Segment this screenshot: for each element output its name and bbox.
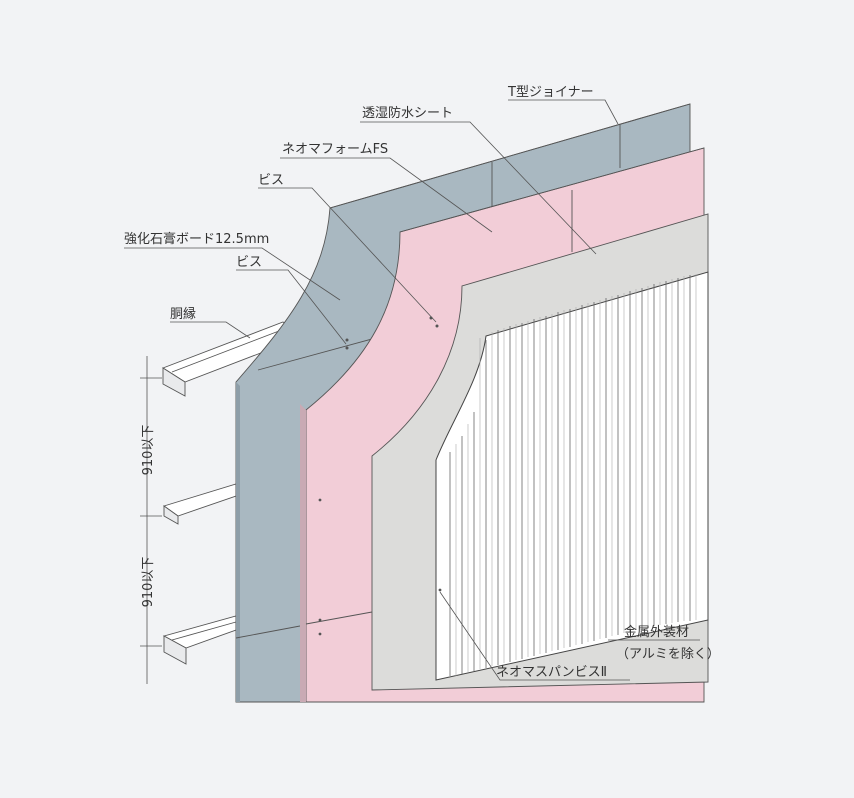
dimension-upper: 910以下 — [141, 425, 156, 476]
furring-strip-top — [162, 321, 306, 397]
label-furring: 胴縁 — [170, 306, 196, 322]
label-t-joiner: T型ジョイナー — [507, 85, 594, 100]
label-screw-lower: ビス — [236, 255, 262, 270]
label-membrane: 透湿防水シート — [362, 105, 453, 121]
label-gypsum-board: 強化石膏ボード12.5mm — [124, 231, 269, 247]
furring-strip-middle — [162, 483, 237, 525]
metal-cladding-layer — [435, 271, 709, 681]
furring-strip-bottom — [162, 615, 237, 665]
label-screw-upper: ビス — [258, 173, 284, 188]
label-cladding-note: （アルミを除く） — [616, 647, 720, 662]
dimension-lines — [140, 356, 162, 684]
label-panel-screw: ネオマスパンビスⅡ — [496, 665, 607, 680]
dimension-lower: 910以下 — [141, 557, 156, 608]
label-neoma-foam: ネオマフォームFS — [282, 142, 388, 157]
leader-lines — [124, 99, 700, 681]
screw-marks — [318, 316, 442, 636]
label-cladding: 金属外装材 — [624, 624, 689, 640]
